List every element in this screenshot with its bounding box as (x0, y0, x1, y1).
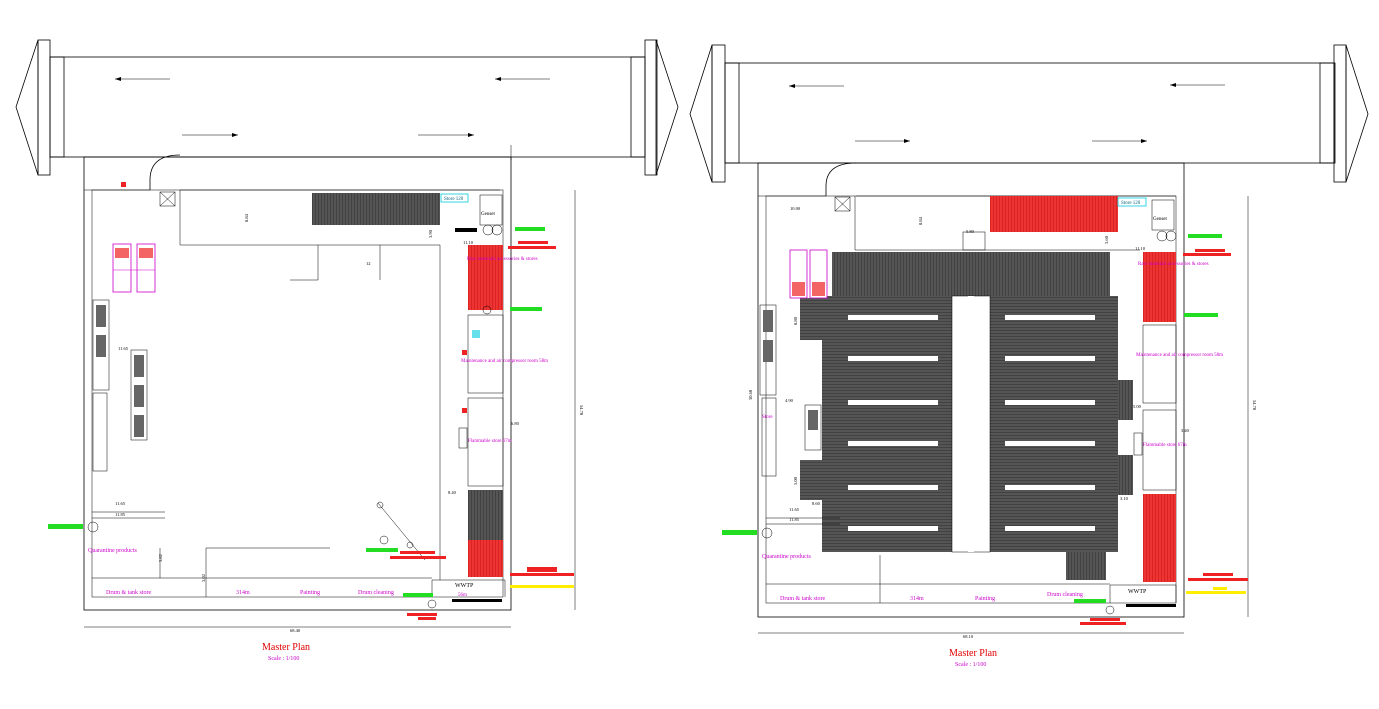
maintenance-label-right: Maintenance and air compressor room 58m (1136, 353, 1223, 358)
drum-tank-label-left: Drum & tank store (106, 590, 151, 596)
flammable-label-right: Flammable store 67m (1143, 443, 1187, 448)
plan-scale-left: Scale : 1/100 (268, 656, 299, 662)
dim-left-d5: 11.10 (463, 240, 474, 245)
dim-left-d1a: 11.65 (118, 346, 129, 351)
quarantine-label-left: Quarantine products (88, 548, 137, 554)
maintenance-label-left: Maintenance and air compressor room 58m (461, 359, 548, 364)
wwtp-label-left: WWTP (455, 583, 474, 589)
site-boundary-right (757, 162, 1185, 618)
raw-materials-label-right: Raw materials accessories & stores (1138, 262, 1209, 267)
site-boundary-left (83, 156, 512, 611)
quarantine-label-right: Quarantine products (762, 554, 811, 560)
area-label-right: 314m (910, 596, 924, 602)
drum-tank-label-right: Drum & tank store (780, 596, 825, 602)
dim-right-d8: 5.00 (1133, 404, 1142, 409)
dim-right-d7: 3.60 (1104, 235, 1109, 244)
dim-left-bottom: 68.40 (290, 628, 301, 633)
plan-title-left: Master Plan (262, 642, 310, 653)
dim-right-bottom: 68.10 (963, 634, 974, 639)
dim-right-d15: 8.60 (812, 501, 821, 506)
dim-right-d10: 3.40 (1181, 428, 1190, 433)
maintenance-room-left (467, 314, 504, 394)
dim-left-d1b: 11.65 (115, 501, 126, 506)
dim-left-d10: 12 (366, 261, 371, 266)
area-label-left: 314m (236, 590, 250, 596)
flammable-store-right (1142, 409, 1177, 491)
dim-left-d6: 6.80 (511, 421, 520, 426)
drum-cleaning-label-left: Drum cleaning (358, 590, 394, 596)
color-markers-right (722, 234, 1248, 625)
genset-label-right: Genset (1153, 217, 1167, 222)
plan-left: Store 120 Genset 8.84 3.90 11.10 12 (15, 39, 679, 662)
truck-group-side-right: Store (759, 304, 822, 477)
flammable-label-left: Flammable store 67m (468, 439, 512, 444)
genset-label-left: Genset (481, 212, 495, 217)
dim-left-d2: 11.85 (115, 512, 126, 517)
wwtp-label-right: WWTP (1128, 589, 1147, 595)
raw-materials-room-left (468, 245, 503, 310)
marker-icon (121, 182, 126, 187)
dim-right-d6: 5.80 (966, 229, 975, 234)
gatehouse-icon (159, 191, 176, 207)
dim-right-d5: 10.00 (790, 206, 801, 211)
factory-roof-right (800, 252, 1133, 580)
store-building-left (312, 193, 440, 225)
store-building-right (990, 196, 1118, 232)
road-right (689, 44, 1369, 183)
dim-right-d14: 5.00 (793, 476, 798, 485)
truck-group-top-right (789, 249, 828, 299)
painting-label-left: Painting (300, 590, 320, 596)
raw-materials-room-right (1143, 252, 1176, 322)
store-label-right: Store (762, 415, 773, 420)
plan-title-right: Master Plan (949, 648, 997, 659)
dim-right-d3: 8.84 (918, 216, 923, 225)
road-left (15, 39, 679, 176)
color-markers-left (48, 227, 574, 620)
dim-right-d2: 11.85 (789, 517, 800, 522)
dim-right-d4: 11.10 (1135, 246, 1146, 251)
flammable-store-left (467, 397, 504, 487)
drum-cleaning-label-right: Drum cleaning (1047, 592, 1083, 598)
dim-left-d4: 3.90 (428, 229, 433, 238)
dim-right-d11: 30.60 (748, 389, 753, 400)
raw-materials-label-left: Raw materials accessories & stores (467, 257, 538, 262)
gatehouse-icon-right (834, 196, 851, 212)
maintenance-room-right (1142, 324, 1177, 404)
painting-label-right: Painting (975, 596, 995, 602)
dim-left-d3: 8.84 (244, 213, 249, 222)
dim-left-d9: 3.02 (201, 574, 206, 582)
dim-left-d7: 8.40 (448, 490, 457, 495)
dim-right-right: 54.70 (1252, 400, 1257, 411)
cyan-tag-right: Store 120 (1121, 201, 1141, 206)
wwtp-area-left: 56m (458, 593, 467, 598)
dim-right-d13: 8.80 (793, 316, 798, 325)
dim-left-right: 54.70 (579, 405, 584, 416)
dim-left-d8: 3.82 (158, 554, 163, 562)
plan-scale-right: Scale : 1/100 (955, 662, 986, 668)
dim-right-d1: 11.65 (789, 507, 800, 512)
dim-right-d12: 4.90 (785, 398, 794, 403)
cyan-tag-left: Store 120 (444, 197, 464, 202)
truck-group-side-left (92, 299, 148, 472)
plan-right: 10.00 Store 120 Genset 8.84 5.80 3.60 11… (689, 44, 1369, 668)
dim-right-d9: 3.10 (1120, 496, 1129, 501)
truck-group-top-left (112, 243, 156, 293)
